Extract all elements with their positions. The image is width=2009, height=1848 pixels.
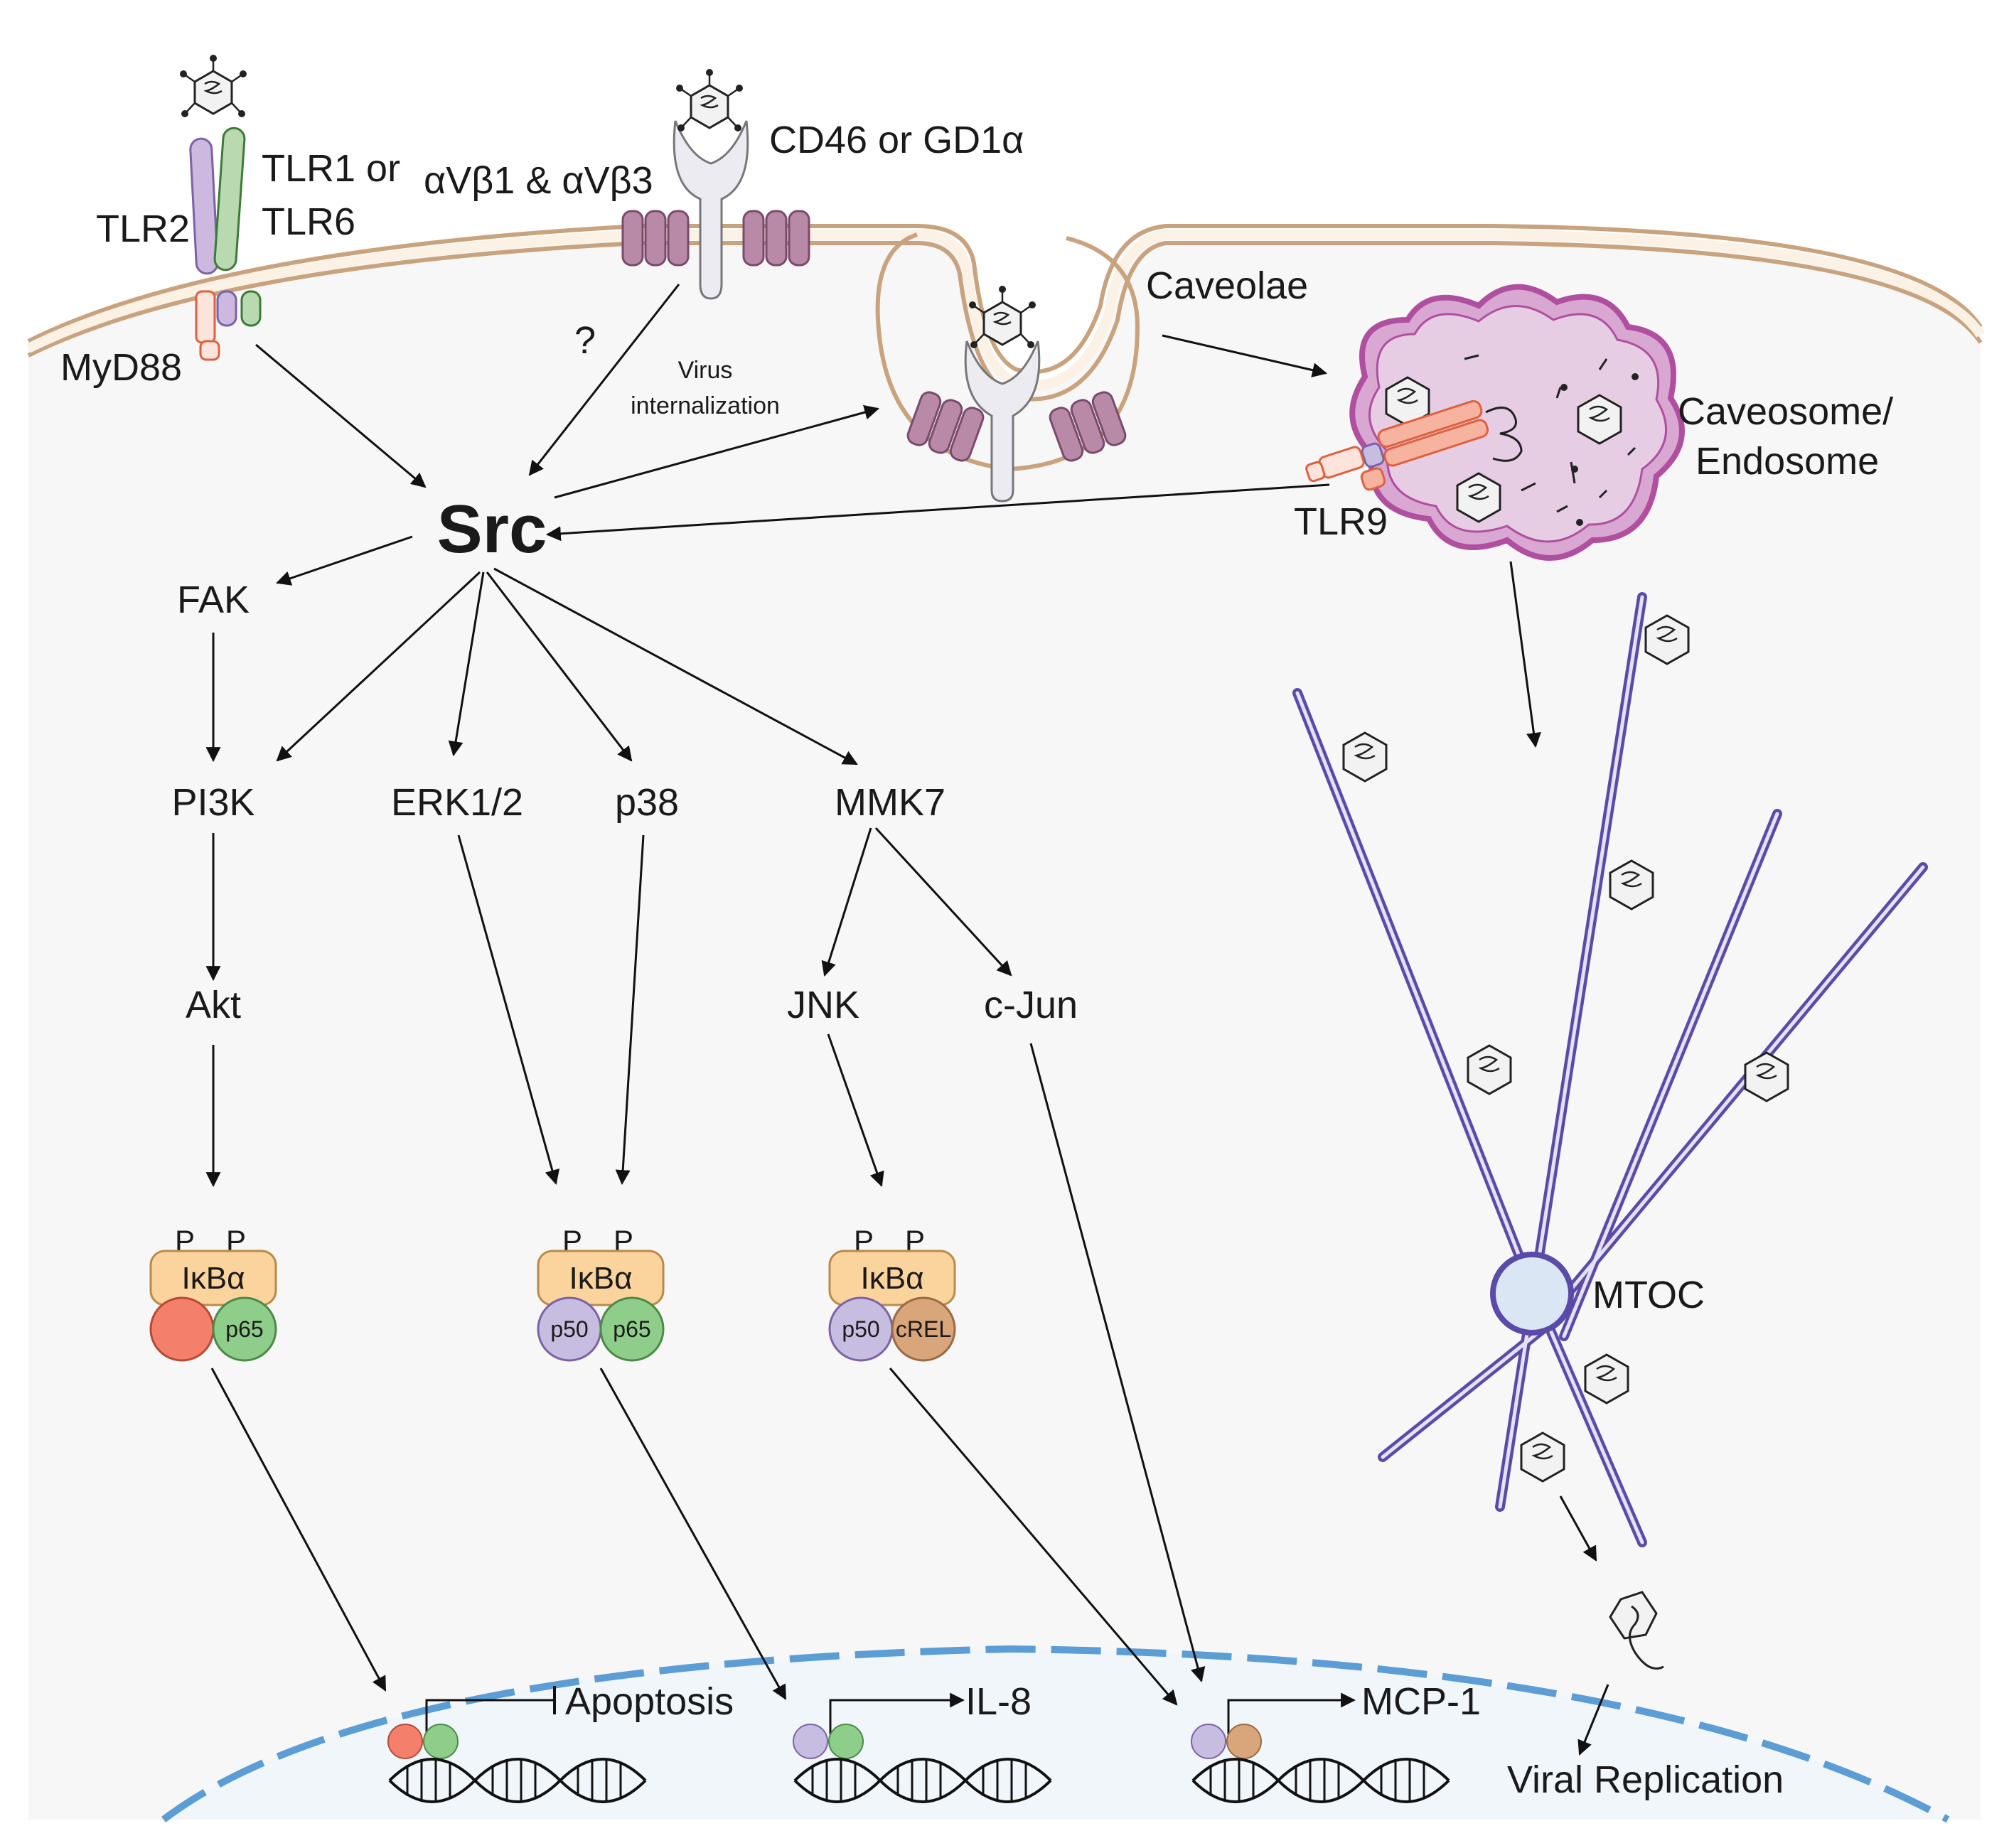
- erk-to-complex2-arrow: [457, 834, 560, 1186]
- tf-mcp1: [1191, 1724, 1262, 1759]
- mcp1-label: MCP-1: [1361, 1680, 1481, 1723]
- virus-internalization-label-line1: Virus: [678, 357, 733, 384]
- complex3-to-dna-arrow: [889, 1368, 1178, 1706]
- complex2-to-dna-arrow: [599, 1368, 787, 1700]
- pi3k-label: PI3K: [171, 781, 255, 824]
- subunit-label: p50: [550, 1316, 588, 1342]
- p38-label: p38: [615, 781, 679, 824]
- cjun-label: c-Jun: [984, 984, 1078, 1026]
- src-to-p38-arrow: [486, 571, 633, 762]
- mcp1-promoter-arrow: [1227, 1692, 1356, 1734]
- capsid-to-nucleus-arrow: [1559, 1495, 1597, 1562]
- plasma-membrane: [27, 224, 1983, 375]
- mtoc-label: MTOC: [1592, 1274, 1705, 1316]
- mmk7-to-cjun-arrow: [874, 827, 1012, 977]
- mmk7-label: MMK7: [835, 781, 945, 824]
- mtoc: [1490, 1252, 1574, 1336]
- jnk-label: JNK: [787, 984, 859, 1026]
- integrin-cd46-complex: [621, 69, 810, 300]
- myd88-label: MyD88: [60, 346, 182, 389]
- caveosome-to-microtubules-arrow: [1509, 561, 1541, 748]
- genome-to-replication-arrow: [1577, 1684, 1609, 1756]
- tlr9-receptor: [1305, 399, 1489, 491]
- caveolae-label: Caveolae: [1146, 264, 1308, 307]
- akt-label: Akt: [186, 984, 241, 1026]
- myd88-to-src-arrow: [255, 343, 427, 488]
- subunit-label: p65: [613, 1316, 650, 1342]
- nuclear-envelope: [161, 1645, 1950, 1823]
- ikba-complex-2: P P IκBα p50 p65: [537, 1224, 665, 1362]
- subunit-label: p65: [225, 1316, 263, 1342]
- tf-il8: [793, 1724, 864, 1759]
- integrin-to-src-arrow: [528, 284, 680, 476]
- src-to-fak-arrow: [276, 535, 413, 586]
- internalized-receptor: [904, 286, 1129, 503]
- src-to-caveolae-arrow: [554, 404, 880, 499]
- erk-label: ERK1/2: [391, 781, 523, 824]
- integrin-label: αVβ1 & αVβ3: [424, 159, 653, 202]
- ikba-complex-1: P P IκBα p65: [149, 1224, 277, 1362]
- mmk7-to-jnk-arrow: [821, 827, 872, 977]
- signaling-arrows: [205, 284, 1609, 1756]
- tlr2-tlr1-receptor: [180, 55, 262, 361]
- subunit-label: p50: [842, 1316, 879, 1342]
- tlr2-label: TLR2: [96, 208, 190, 250]
- ikba-complex-3: P P IκBα p50 cREL: [828, 1224, 956, 1362]
- p38-to-complex2-arrow: [615, 834, 645, 1186]
- microtubules-inner: [1295, 595, 1925, 1545]
- src-label: Src: [437, 491, 547, 567]
- src-to-mmk7-arrow: [493, 567, 858, 765]
- complex1-to-dna-arrow: [210, 1368, 387, 1692]
- il8-label: IL-8: [965, 1680, 1032, 1723]
- ikba-label: IκBα: [860, 1261, 923, 1296]
- unknown-link-label: ?: [574, 319, 596, 362]
- tlr9-label: TLR9: [1294, 500, 1388, 543]
- viral-replication-label: Viral Replication: [1507, 1758, 1784, 1801]
- tlr9-to-src-arrow: [545, 483, 1330, 542]
- tlr1-tlr6-label-line2: TLR6: [262, 200, 355, 243]
- caveosome-label-line1: Caveosome/: [1678, 390, 1893, 433]
- src-to-pi3k-arrow: [276, 571, 481, 762]
- cytoplasm: [28, 235, 1981, 1820]
- fak-label: FAK: [177, 579, 250, 621]
- cd46-gd1a-label: CD46 or GD1α: [769, 119, 1024, 161]
- tf-apoptosis: [387, 1724, 459, 1759]
- jnk-to-complex3-arrow: [827, 1033, 884, 1187]
- ikba-label: IκBα: [181, 1261, 245, 1296]
- caveosome-label-line2: Endosome: [1695, 440, 1879, 483]
- subunit-label: cREL: [896, 1316, 951, 1342]
- il8-promoter-arrow: [829, 1692, 965, 1734]
- uncoating-capsid: [1609, 1591, 1664, 1670]
- src-to-erk-arrow: [448, 571, 485, 757]
- nucleus: [164, 1649, 1948, 1820]
- apoptosis-label: Apoptosis: [565, 1680, 734, 1723]
- virus-internalization-label-line2: internalization: [631, 392, 780, 419]
- cjun-to-dna-arrow: [1029, 1043, 1206, 1683]
- caveosome-endosome: [1349, 284, 1685, 561]
- ikba-label: IκBα: [569, 1261, 632, 1296]
- apoptosis-inhibition-line: [425, 1699, 555, 1734]
- tlr1-tlr6-label-line1: TLR1 or: [262, 147, 400, 190]
- caveolae-to-caveosome-arrow: [1162, 334, 1328, 377]
